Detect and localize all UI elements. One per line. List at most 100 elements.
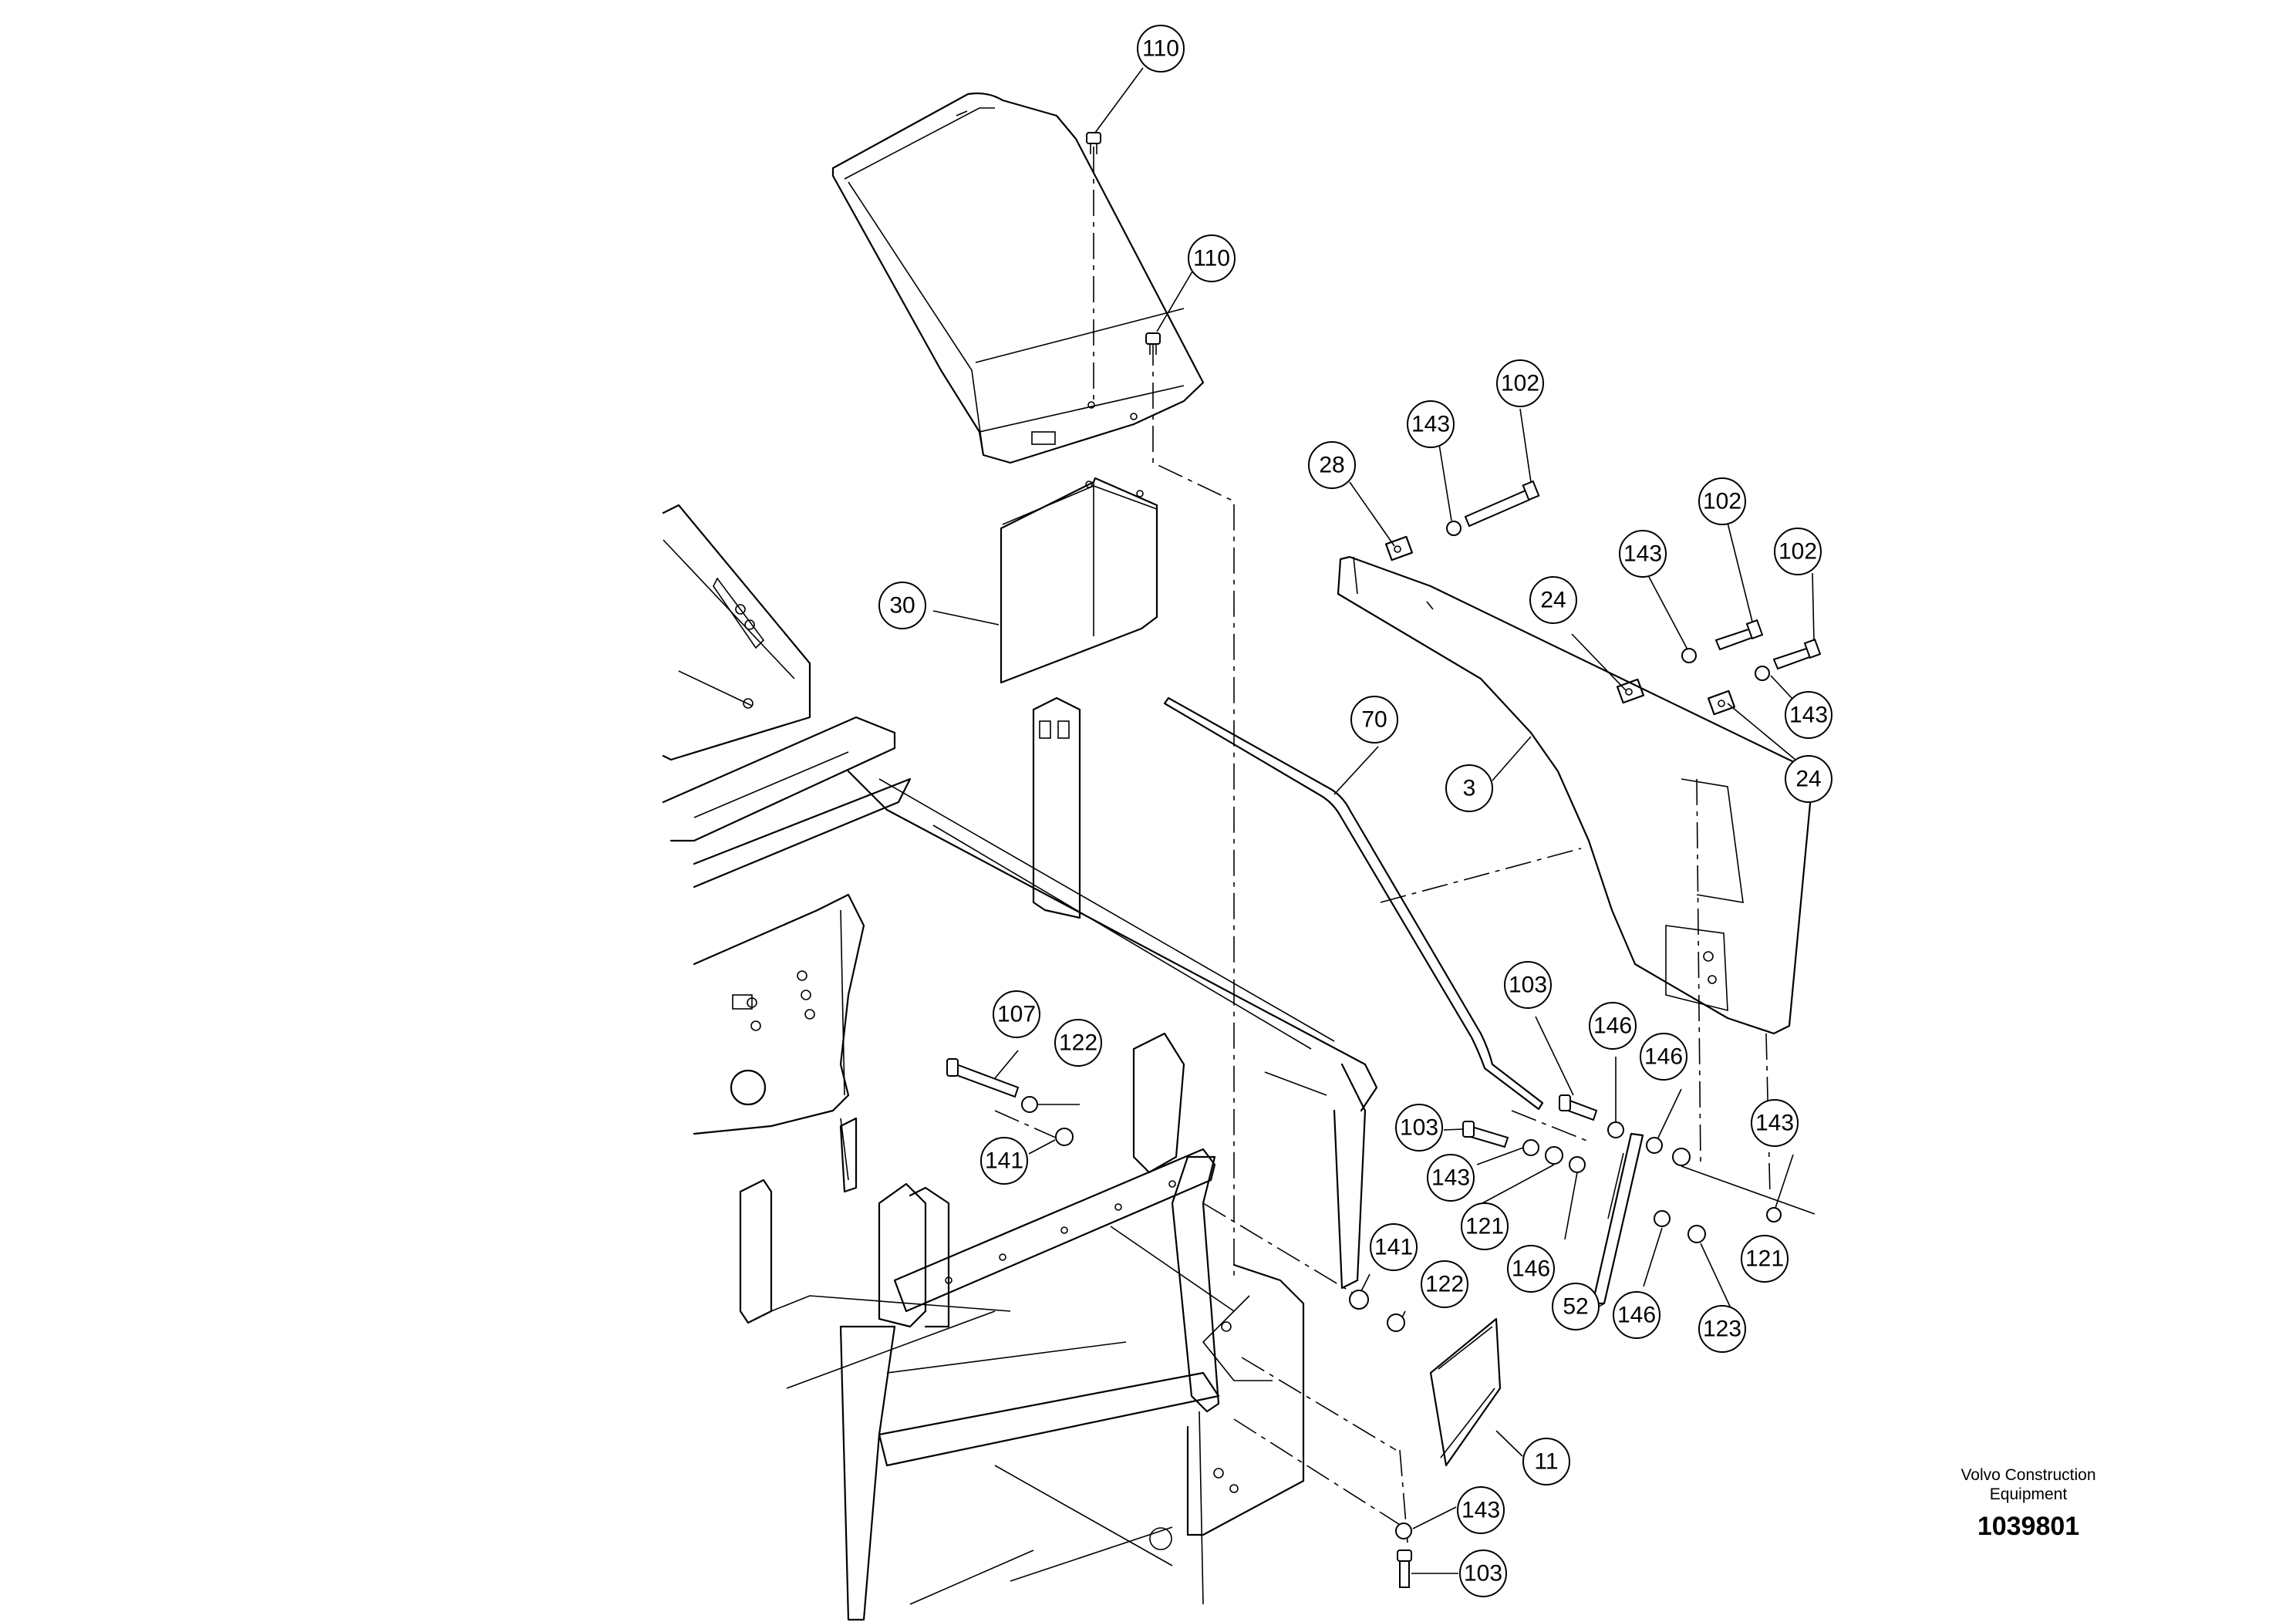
callout-102b: 102: [1698, 477, 1746, 525]
svg-text:103: 103: [1400, 1115, 1438, 1141]
callout-146b: 146: [1640, 1033, 1687, 1081]
washer-146c: [1646, 1137, 1663, 1154]
main-frame-assembly: [662, 504, 1378, 1389]
callout-107: 107: [993, 990, 1040, 1038]
callout-121b: 121: [1741, 1235, 1789, 1283]
callout-103b: 103: [1395, 1104, 1443, 1152]
washer-143b: [1681, 648, 1697, 663]
callout-146a: 146: [1589, 1002, 1637, 1050]
bolt-107: [946, 1058, 1020, 1098]
bracket-30-part: [1000, 477, 1158, 684]
svg-text:146: 146: [1644, 1044, 1683, 1070]
bolt-102b: [1714, 619, 1764, 651]
washer-122a: [1021, 1096, 1038, 1113]
nut-122b: [1387, 1313, 1405, 1332]
callout-143a: 143: [1407, 400, 1455, 448]
callout-52: 52: [1552, 1283, 1600, 1330]
callout-143e: 143: [1427, 1154, 1475, 1202]
callout-141b: 141: [1370, 1223, 1418, 1271]
leader-lines: [932, 67, 1816, 1574]
callout-30: 30: [878, 582, 926, 629]
callout-143f: 143: [1457, 1486, 1505, 1534]
washer-146b: [1607, 1121, 1624, 1138]
cover-plate-part: [831, 92, 1205, 464]
callout-146d: 146: [1613, 1291, 1660, 1339]
callout-3: 3: [1445, 764, 1493, 812]
callout-143b: 143: [1619, 530, 1667, 578]
bolt-110a: [1086, 132, 1101, 154]
svg-text:146: 146: [1593, 1013, 1632, 1039]
svg-text:102: 102: [1501, 371, 1539, 396]
callout-70: 70: [1350, 696, 1398, 744]
svg-text:30: 30: [889, 593, 915, 619]
callout-123: 123: [1698, 1305, 1746, 1353]
callout-110b: 110: [1188, 234, 1236, 282]
callout-143c: 143: [1785, 691, 1832, 739]
svg-text:107: 107: [997, 1002, 1036, 1027]
svg-text:70: 70: [1361, 707, 1387, 733]
callout-121a: 121: [1461, 1202, 1509, 1250]
callout-146c: 146: [1507, 1245, 1555, 1293]
nut-121a: [1545, 1146, 1563, 1165]
svg-text:11: 11: [1534, 1449, 1558, 1475]
washer-143a: [1446, 521, 1462, 536]
washer-141b: [1349, 1290, 1369, 1310]
svg-text:102: 102: [1703, 489, 1741, 514]
svg-text:52: 52: [1563, 1294, 1588, 1320]
nut-123: [1687, 1225, 1706, 1243]
bolt-103c: [1397, 1549, 1412, 1588]
callout-141a: 141: [980, 1137, 1028, 1185]
brand-line-1: Volvo Construction: [1961, 1466, 2096, 1484]
plate-11-part: [1429, 1317, 1502, 1467]
svg-text:146: 146: [1512, 1256, 1550, 1282]
washer-146a: [1569, 1156, 1586, 1173]
svg-text:110: 110: [1142, 36, 1179, 62]
svg-text:122: 122: [1059, 1030, 1097, 1056]
bolt-102c: [1772, 638, 1822, 670]
svg-text:103: 103: [1464, 1561, 1502, 1587]
callout-143d: 143: [1751, 1099, 1799, 1147]
svg-text:143: 143: [1462, 1498, 1500, 1523]
svg-text:102: 102: [1778, 539, 1817, 565]
callout-28: 28: [1308, 441, 1356, 489]
bolt-103b: [1462, 1121, 1509, 1148]
washer-143e: [1766, 1207, 1782, 1222]
bolt-110b: [1145, 332, 1161, 355]
svg-text:122: 122: [1425, 1272, 1464, 1297]
svg-text:141: 141: [985, 1148, 1023, 1174]
svg-text:121: 121: [1465, 1214, 1504, 1239]
callout-110a: 110: [1137, 25, 1185, 73]
callout-122b: 122: [1421, 1260, 1468, 1308]
bolt-103a: [1559, 1094, 1598, 1121]
svg-text:143: 143: [1431, 1165, 1470, 1191]
strip-70-part: [1163, 696, 1544, 1111]
callout-103a: 103: [1504, 961, 1552, 1009]
svg-text:24: 24: [1795, 767, 1821, 792]
callout-103c: 103: [1459, 1549, 1507, 1597]
svg-text:3: 3: [1463, 776, 1476, 801]
brand-line-2: Equipment: [1989, 1485, 2068, 1503]
svg-text:123: 123: [1703, 1317, 1741, 1342]
callout-11: 11: [1522, 1438, 1570, 1485]
svg-text:110: 110: [1193, 246, 1230, 271]
callout-24a: 24: [1529, 576, 1577, 624]
assembly-centerlines: [994, 147, 1771, 1543]
callout-24b: 24: [1785, 755, 1832, 803]
washer-143d: [1522, 1139, 1539, 1156]
clip-28-part: [1384, 535, 1414, 561]
svg-text:24: 24: [1540, 588, 1566, 613]
manufacturer-label: Volvo Construction Equipment: [1913, 1465, 2144, 1504]
svg-text:121: 121: [1745, 1246, 1784, 1272]
callout-122a: 122: [1054, 1019, 1102, 1067]
nut-121b: [1672, 1148, 1691, 1166]
callout-102a: 102: [1496, 359, 1544, 407]
svg-text:141: 141: [1374, 1235, 1413, 1260]
strap-52-part: [1591, 1132, 1644, 1305]
hardware-items: [946, 132, 1822, 1588]
svg-text:103: 103: [1509, 973, 1547, 998]
washer-143f: [1395, 1523, 1412, 1539]
washer-141a: [1055, 1128, 1074, 1146]
washer-146d: [1654, 1210, 1671, 1227]
panel-3-part: [1337, 555, 1814, 1035]
